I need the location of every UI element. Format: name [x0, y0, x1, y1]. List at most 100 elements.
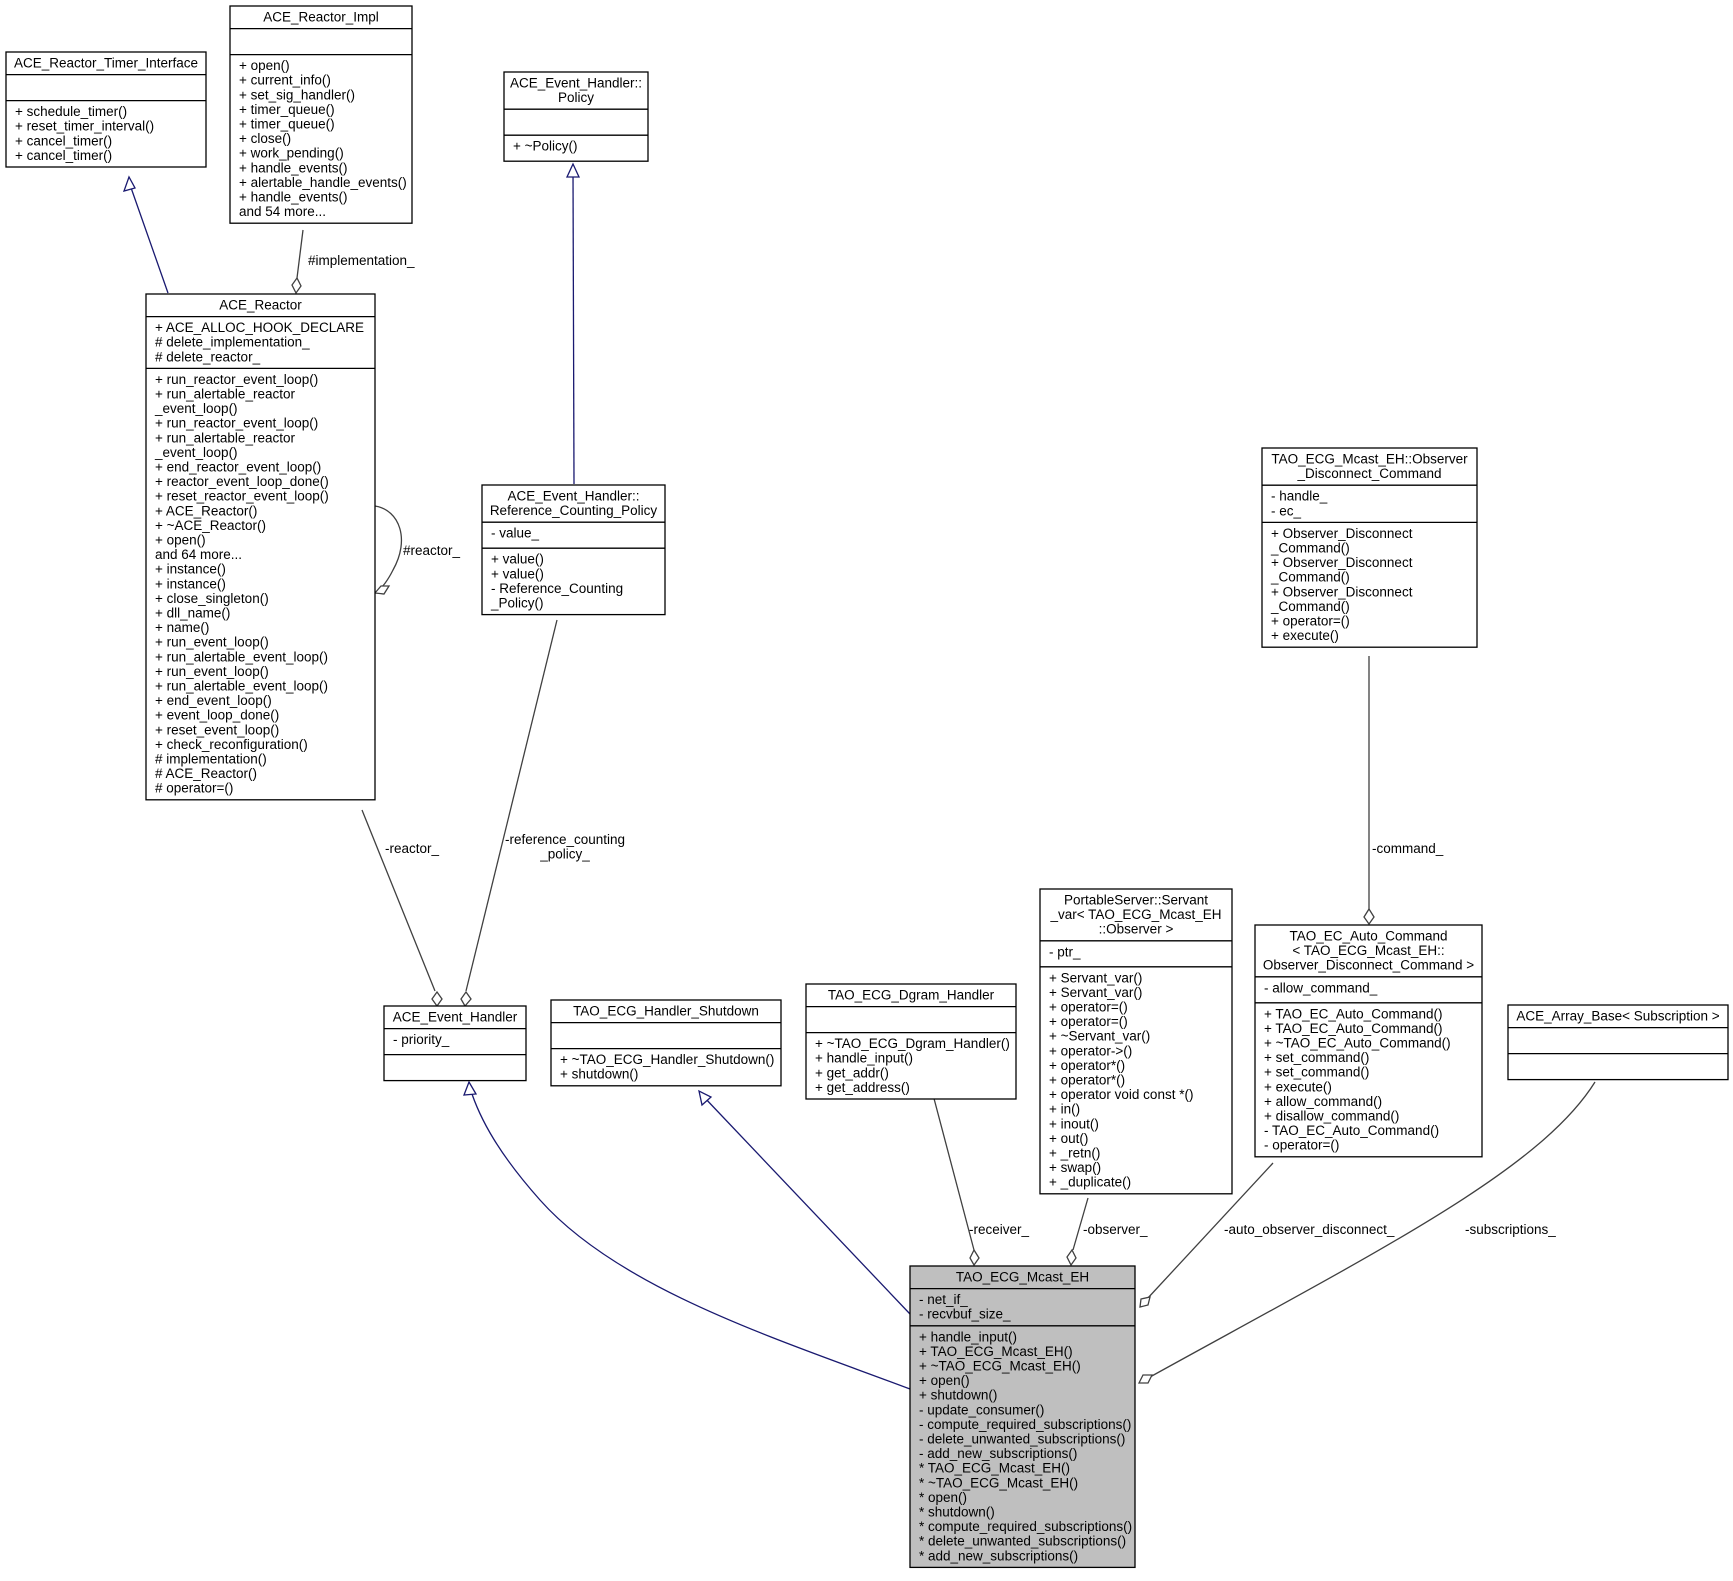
dgram-handler-method-line: + get_address() [815, 1080, 910, 1095]
class-box-observer-disconnect [1261, 447, 1478, 648]
reactor-method-line: + ACE_Reactor() [155, 503, 257, 518]
inheritance-edge-ref-counting-policy [572, 169, 575, 485]
dgram-handler-method-line: + handle_input() [815, 1051, 913, 1066]
event-handler-title-line: ACE_Event_Handler [393, 1010, 518, 1025]
class-box-policy [503, 71, 649, 162]
inheritance-arrow-policy [565, 162, 581, 178]
servant-var-method-line: + operator->() [1049, 1043, 1132, 1058]
mcast-eh-attribute-line: - net_if_ [919, 1292, 968, 1307]
auto-command-attribute-line: - allow_command_ [1264, 980, 1378, 995]
usage-edge-receiver [926, 1071, 975, 1251]
reactor-method-line: + run_reactor_event_loop() [155, 416, 318, 431]
timer-interface-title-line: ACE_Reactor_Timer_Interface [14, 56, 198, 71]
reactor-method-line: + close_singleton() [155, 591, 269, 606]
servant-var-method-line: + operator=() [1049, 1014, 1128, 1029]
ref-counting-method-line: + value() [491, 566, 544, 581]
inheritance-edge-event-handler [469, 1087, 911, 1390]
usage-edge-reactor [361, 809, 436, 992]
reactor-method-line: # ACE_Reactor() [155, 766, 257, 781]
timer-interface-method-line: + reset_timer_interval() [15, 119, 154, 134]
mcast-eh-method-line: * open() [919, 1490, 967, 1505]
reactor-method-line: # operator=() [155, 781, 233, 796]
reactor-attribute-line: + ACE_ALLOC_HOOK_DECLARE [155, 320, 364, 335]
servant-var-method-line: + out() [1049, 1131, 1088, 1146]
usage-edge-reactor-self [374, 505, 402, 589]
class-box-reactor-impl [229, 5, 413, 224]
auto-command-method-line: + set_command() [1264, 1065, 1369, 1080]
reactor-method-line: + event_loop_done() [155, 708, 279, 723]
mcast-eh-method-line: - compute_required_subscriptions() [919, 1417, 1131, 1432]
servant-var-method-line: + _retn() [1049, 1146, 1100, 1161]
mcast-eh-method-line: * compute_required_subscriptions() [919, 1519, 1132, 1534]
ref-counting-title-line: ACE_Event_Handler:: [507, 489, 639, 504]
edge-label-auto-observer-disconnect: -auto_observer_disconnect_ [1224, 1222, 1395, 1237]
reactor-impl-method-line: + handle_events() [239, 190, 347, 205]
servant-var-method-line: + operator=() [1049, 1000, 1128, 1015]
usage-diamond-command [1363, 907, 1375, 926]
reactor-method-line: + reactor_event_loop_done() [155, 474, 329, 489]
usage-edge-observer [1072, 1197, 1089, 1251]
reactor-impl-method-line: + close() [239, 131, 291, 146]
class-box-event-handler [383, 1005, 527, 1082]
reactor-method-line: _event_loop() [154, 401, 238, 416]
inheritance-arrow-event-handler [463, 1080, 478, 1096]
inheritance-edge-handler-shutdown [702, 1095, 911, 1315]
auto-command-method-line: + TAO_EC_Auto_Command() [1264, 1006, 1442, 1021]
servant-var-method-line: + ~Servant_var() [1049, 1029, 1150, 1044]
servant-var-method-line: + in() [1049, 1102, 1080, 1117]
ref-counting-title-line: Reference_Counting_Policy [490, 503, 658, 518]
observer-disconnect-method-line: _Command() [1270, 599, 1350, 614]
class-box-mcast-eh [909, 1265, 1136, 1569]
class-handler-shutdown: TAO_ECG_Handler_Shutdown+ ~TAO_ECG_Handl… [550, 999, 782, 1087]
policy-method-line: + ~Policy() [513, 139, 578, 154]
mcast-eh-attribute-line: - recvbuf_size_ [919, 1307, 1011, 1322]
usage-diamond-reference-counting-policy [460, 990, 472, 1008]
reactor-method-line: + end_reactor_event_loop() [155, 460, 321, 475]
servant-var-method-line: + _duplicate() [1049, 1175, 1131, 1190]
class-box-ref-counting [481, 484, 666, 616]
class-box-handler-shutdown [550, 999, 782, 1087]
reactor-impl-method-line: + alertable_handle_events() [239, 175, 407, 190]
auto-command-title-line: TAO_EC_Auto_Command [1289, 929, 1447, 944]
reactor-method-line: # implementation() [155, 752, 267, 767]
array-base-title-line: ACE_Array_Base< Subscription > [1516, 1009, 1719, 1024]
auto-command-method-line: + disallow_command() [1264, 1109, 1399, 1124]
edge-labels: #implementation_ #reactor_ -reactor_ -re… [308, 253, 1556, 1237]
ref-counting-method-line: + value() [491, 552, 544, 567]
auto-command-method-line: + allow_command() [1264, 1094, 1382, 1109]
policy-title-line: Policy [558, 90, 594, 105]
auto-command-method-line: - TAO_EC_Auto_Command() [1264, 1123, 1439, 1138]
servant-var-method-line: + Servant_var() [1049, 985, 1142, 1000]
reactor-method-line: + run_alertable_reactor [155, 430, 295, 445]
reactor-method-line: _event_loop() [154, 445, 238, 460]
servant-var-method-line: + operator*() [1049, 1073, 1125, 1088]
mcast-eh-method-line: + handle_input() [919, 1329, 1017, 1344]
class-box-dgram-handler [805, 983, 1017, 1100]
observer-disconnect-method-line: + Observer_Disconnect [1271, 584, 1413, 599]
observer-disconnect-method-line: + Observer_Disconnect [1271, 555, 1413, 570]
reactor-method-line: + instance() [155, 576, 226, 591]
class-servant-var: PortableServer::Servant_var< TAO_ECG_Mca… [1039, 888, 1233, 1195]
reactor-method-line: + run_alertable_reactor [155, 387, 295, 402]
usage-edge-subscriptions [1149, 1081, 1596, 1378]
usage-diamond-reactor [431, 990, 443, 1008]
class-mcast-eh: TAO_ECG_Mcast_EH- net_if_- recvbuf_size_… [909, 1265, 1136, 1569]
class-nodes: ACE_Reactor_Timer_Interface+ schedule_ti… [5, 5, 1729, 1569]
servant-var-method-line: + Servant_var() [1049, 970, 1142, 985]
handler-shutdown-title-line: TAO_ECG_Handler_Shutdown [573, 1004, 759, 1019]
edge-label-subscriptions: -subscriptions_ [1465, 1222, 1556, 1237]
reactor-method-line: + name() [155, 620, 209, 635]
edge-label-reactor: -reactor_ [385, 841, 440, 856]
reactor-attribute-line: # delete_reactor_ [155, 349, 261, 364]
auto-command-title-line: Observer_Disconnect_Command > [1263, 958, 1474, 973]
usage-edge-auto-observer-disconnect [1146, 1162, 1274, 1300]
usage-diamond-reactor-self [373, 585, 391, 595]
edge-label-command: -command_ [1372, 841, 1444, 856]
class-box-timer-interface [5, 51, 207, 168]
servant-var-title-line: ::Observer > [1099, 922, 1174, 937]
class-auto-command: TAO_EC_Auto_Command< TAO_ECG_Mcast_EH::O… [1254, 924, 1483, 1158]
inheritance-arrow-handler-shutdown [698, 1089, 713, 1107]
mcast-eh-method-line: * add_new_subscriptions() [919, 1548, 1078, 1563]
